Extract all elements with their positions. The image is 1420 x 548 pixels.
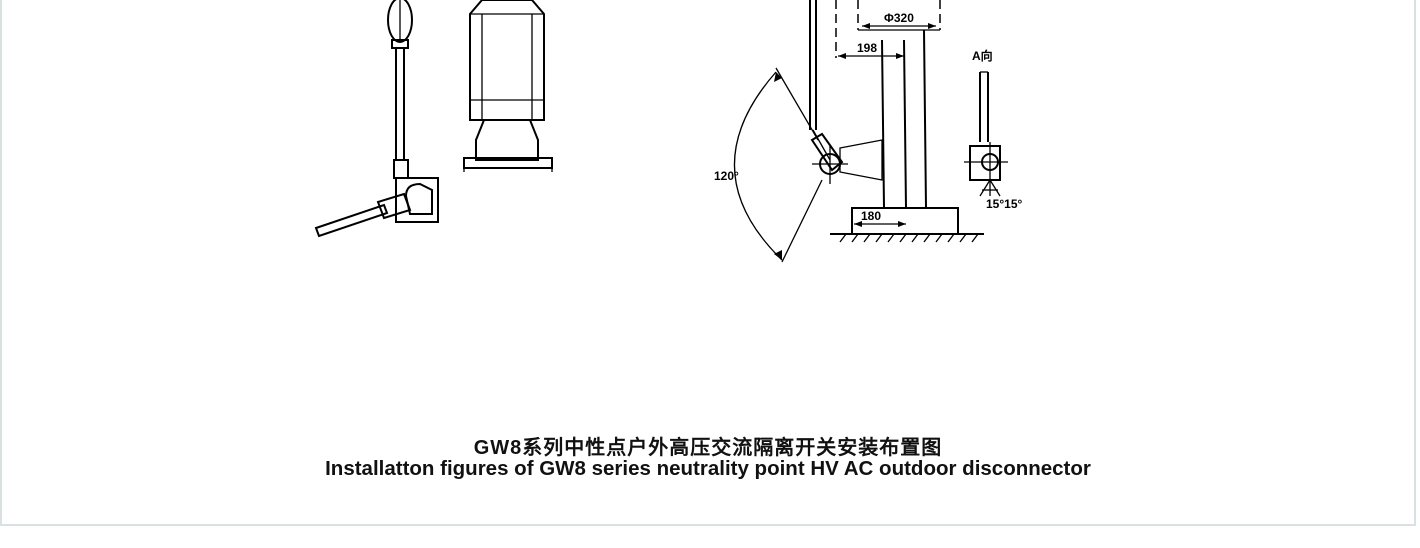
operating-rod-assembly bbox=[314, 0, 439, 238]
view-a-label: A向 bbox=[972, 48, 993, 63]
view-a-assembly: A向 15°15° bbox=[964, 48, 1022, 211]
dim-180-label: 180 bbox=[861, 209, 881, 223]
angle-15-label: 15°15° bbox=[986, 197, 1022, 211]
insulator-column bbox=[463, 0, 553, 172]
dim-198-label: 198 bbox=[857, 41, 877, 55]
disconnector-side-view: Φ320 198 180 120° bbox=[714, 0, 984, 263]
dim-diameter-label: Φ320 bbox=[884, 11, 914, 25]
caption-english: Installatton figures of GW8 series neutr… bbox=[325, 457, 1091, 480]
caption-chinese: GW8系列中性点户外高压交流隔离开关安装布置图 bbox=[473, 437, 943, 459]
figure-frame bbox=[0, 0, 1416, 526]
angle-120-label: 120° bbox=[714, 169, 739, 183]
